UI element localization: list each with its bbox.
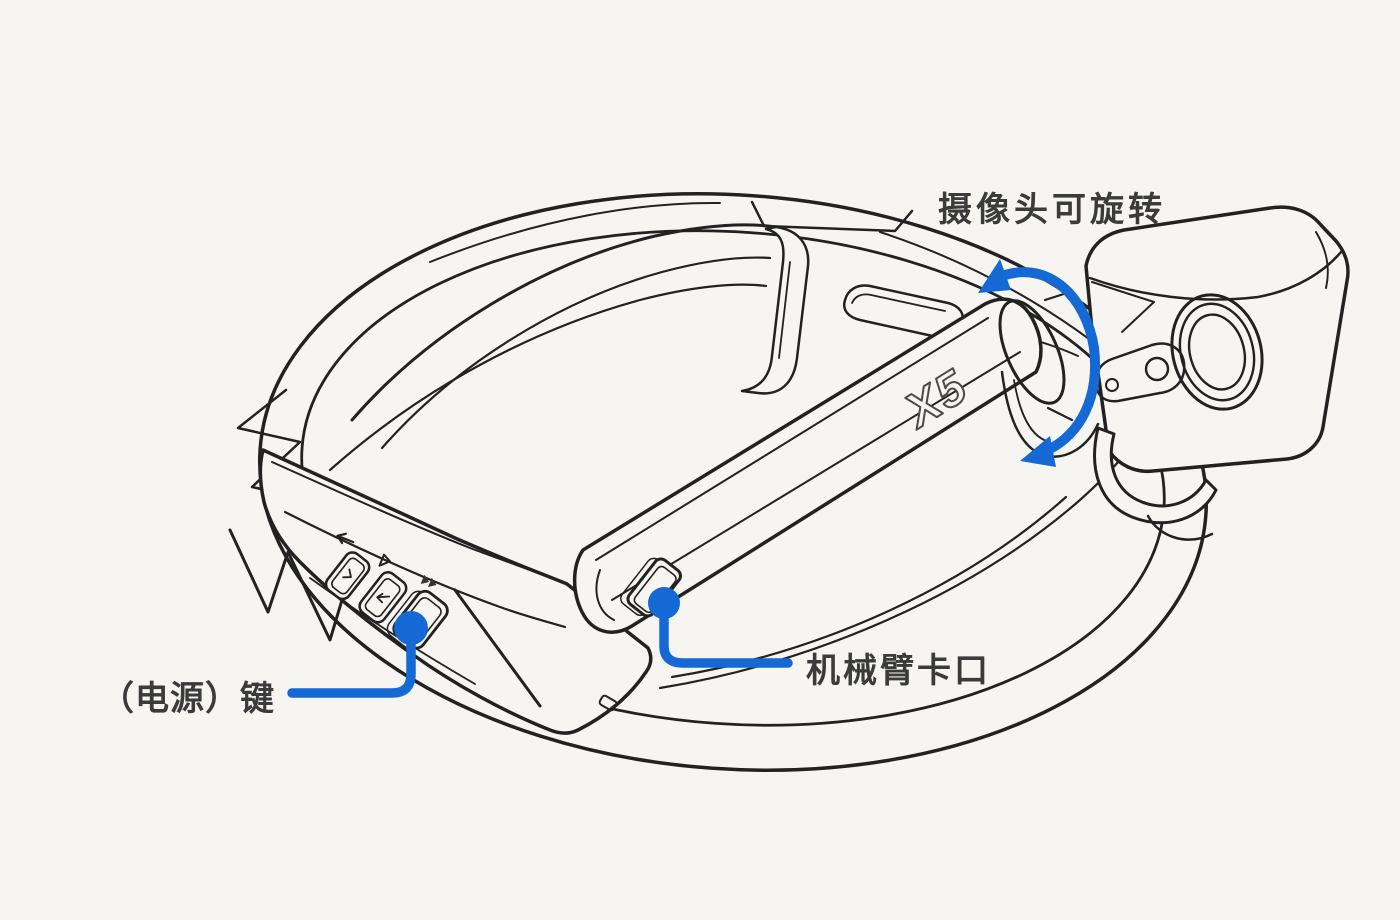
power-key-label: （电源）键 [100,680,275,718]
camera-arm: X5 [572,297,1043,634]
power-leader-line [287,629,416,698]
arm-body [572,297,1043,634]
cushion-end-cap [740,225,810,395]
sensor-window [1144,356,1170,382]
function-button [358,571,408,624]
arm-mount-label: 机械臂卡口 [806,652,991,690]
arm-mount-pointer [648,587,793,668]
back-arrow-icon [336,532,355,545]
sensor-plate [1094,342,1186,403]
rotation-arrow-icon [978,259,1100,467]
ring-outer-edge [257,192,1209,772]
arm-mount-leader-line [659,605,793,668]
camera-rotation-label: 摄像头可旋转 [938,191,1166,229]
control-module [258,448,653,735]
camera-bracket [1093,426,1218,541]
led-indicator [1105,378,1119,392]
camera-head [1084,205,1350,541]
band-notches [228,528,350,642]
flag-icon [378,553,391,567]
annotations [287,259,1100,698]
module-port [598,694,618,712]
camera-lens [1170,293,1264,411]
fast-forward-icon [420,574,437,588]
head-cushion [328,223,810,472]
arm-mount-dot [648,587,680,619]
camera-body [1084,205,1350,474]
power-pointer [287,611,428,698]
power-dot [394,611,428,645]
mode-button [324,551,371,601]
